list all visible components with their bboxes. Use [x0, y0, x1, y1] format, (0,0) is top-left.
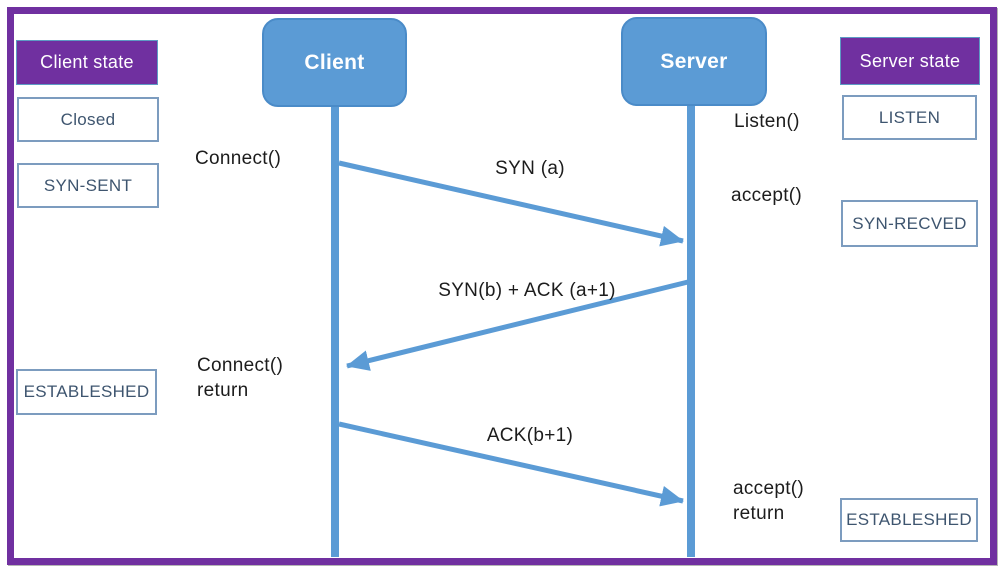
client-actor-box: Client — [262, 18, 407, 107]
state-established-client-label: ESTABLESHED — [23, 382, 150, 401]
server-actor-box: Server — [621, 17, 767, 106]
accept-return-line2: return — [733, 503, 785, 524]
ack-arrow — [338, 421, 684, 507]
state-closed-box: Closed — [17, 97, 159, 142]
syn-message-label: SYN (a) — [495, 158, 565, 179]
syn-arrow — [338, 160, 684, 247]
state-listen-label: LISTEN — [878, 107, 941, 127]
connect-call-label: Connect() — [195, 148, 282, 169]
state-listen-box: LISTEN — [842, 95, 977, 140]
state-closed-label: Closed — [60, 109, 116, 129]
connect-return-line2: return — [197, 380, 249, 401]
client-state-header-label: Client state — [40, 52, 134, 72]
outer-border — [7, 7, 997, 565]
state-syn-recved-box: SYN-RECVED — [841, 200, 978, 247]
connect-return-label: Connect() return — [197, 353, 283, 403]
state-syn-sent-box: SYN-SENT — [17, 163, 159, 208]
server-state-header: Server state — [840, 37, 980, 85]
syn-ack-message-label: SYN(b) + ACK (a+1) — [438, 280, 616, 301]
state-syn-sent-label: SYN-SENT — [43, 175, 133, 195]
state-established-server-label: ESTABLESHED — [846, 510, 972, 529]
server-actor-label: Server — [660, 49, 728, 73]
ack-message-label: ACK(b+1) — [486, 425, 574, 446]
listen-call-label: Listen() — [734, 111, 800, 132]
accept-return-label: accept() return — [733, 476, 804, 526]
state-established-client-box: ESTABLESHED — [16, 369, 157, 415]
connect-return-line1: Connect() — [197, 355, 284, 376]
state-syn-recved-label: SYN-RECVED — [852, 213, 967, 233]
client-state-header: Client state — [16, 40, 158, 85]
server-state-header-label: Server state — [859, 50, 961, 71]
accept-return-line1: accept() — [733, 478, 805, 499]
syn-ack-arrow — [346, 279, 689, 371]
client-actor-label: Client — [304, 50, 365, 74]
state-established-server-box: ESTABLESHED — [840, 498, 978, 542]
accept-call-label: accept() — [731, 185, 803, 206]
